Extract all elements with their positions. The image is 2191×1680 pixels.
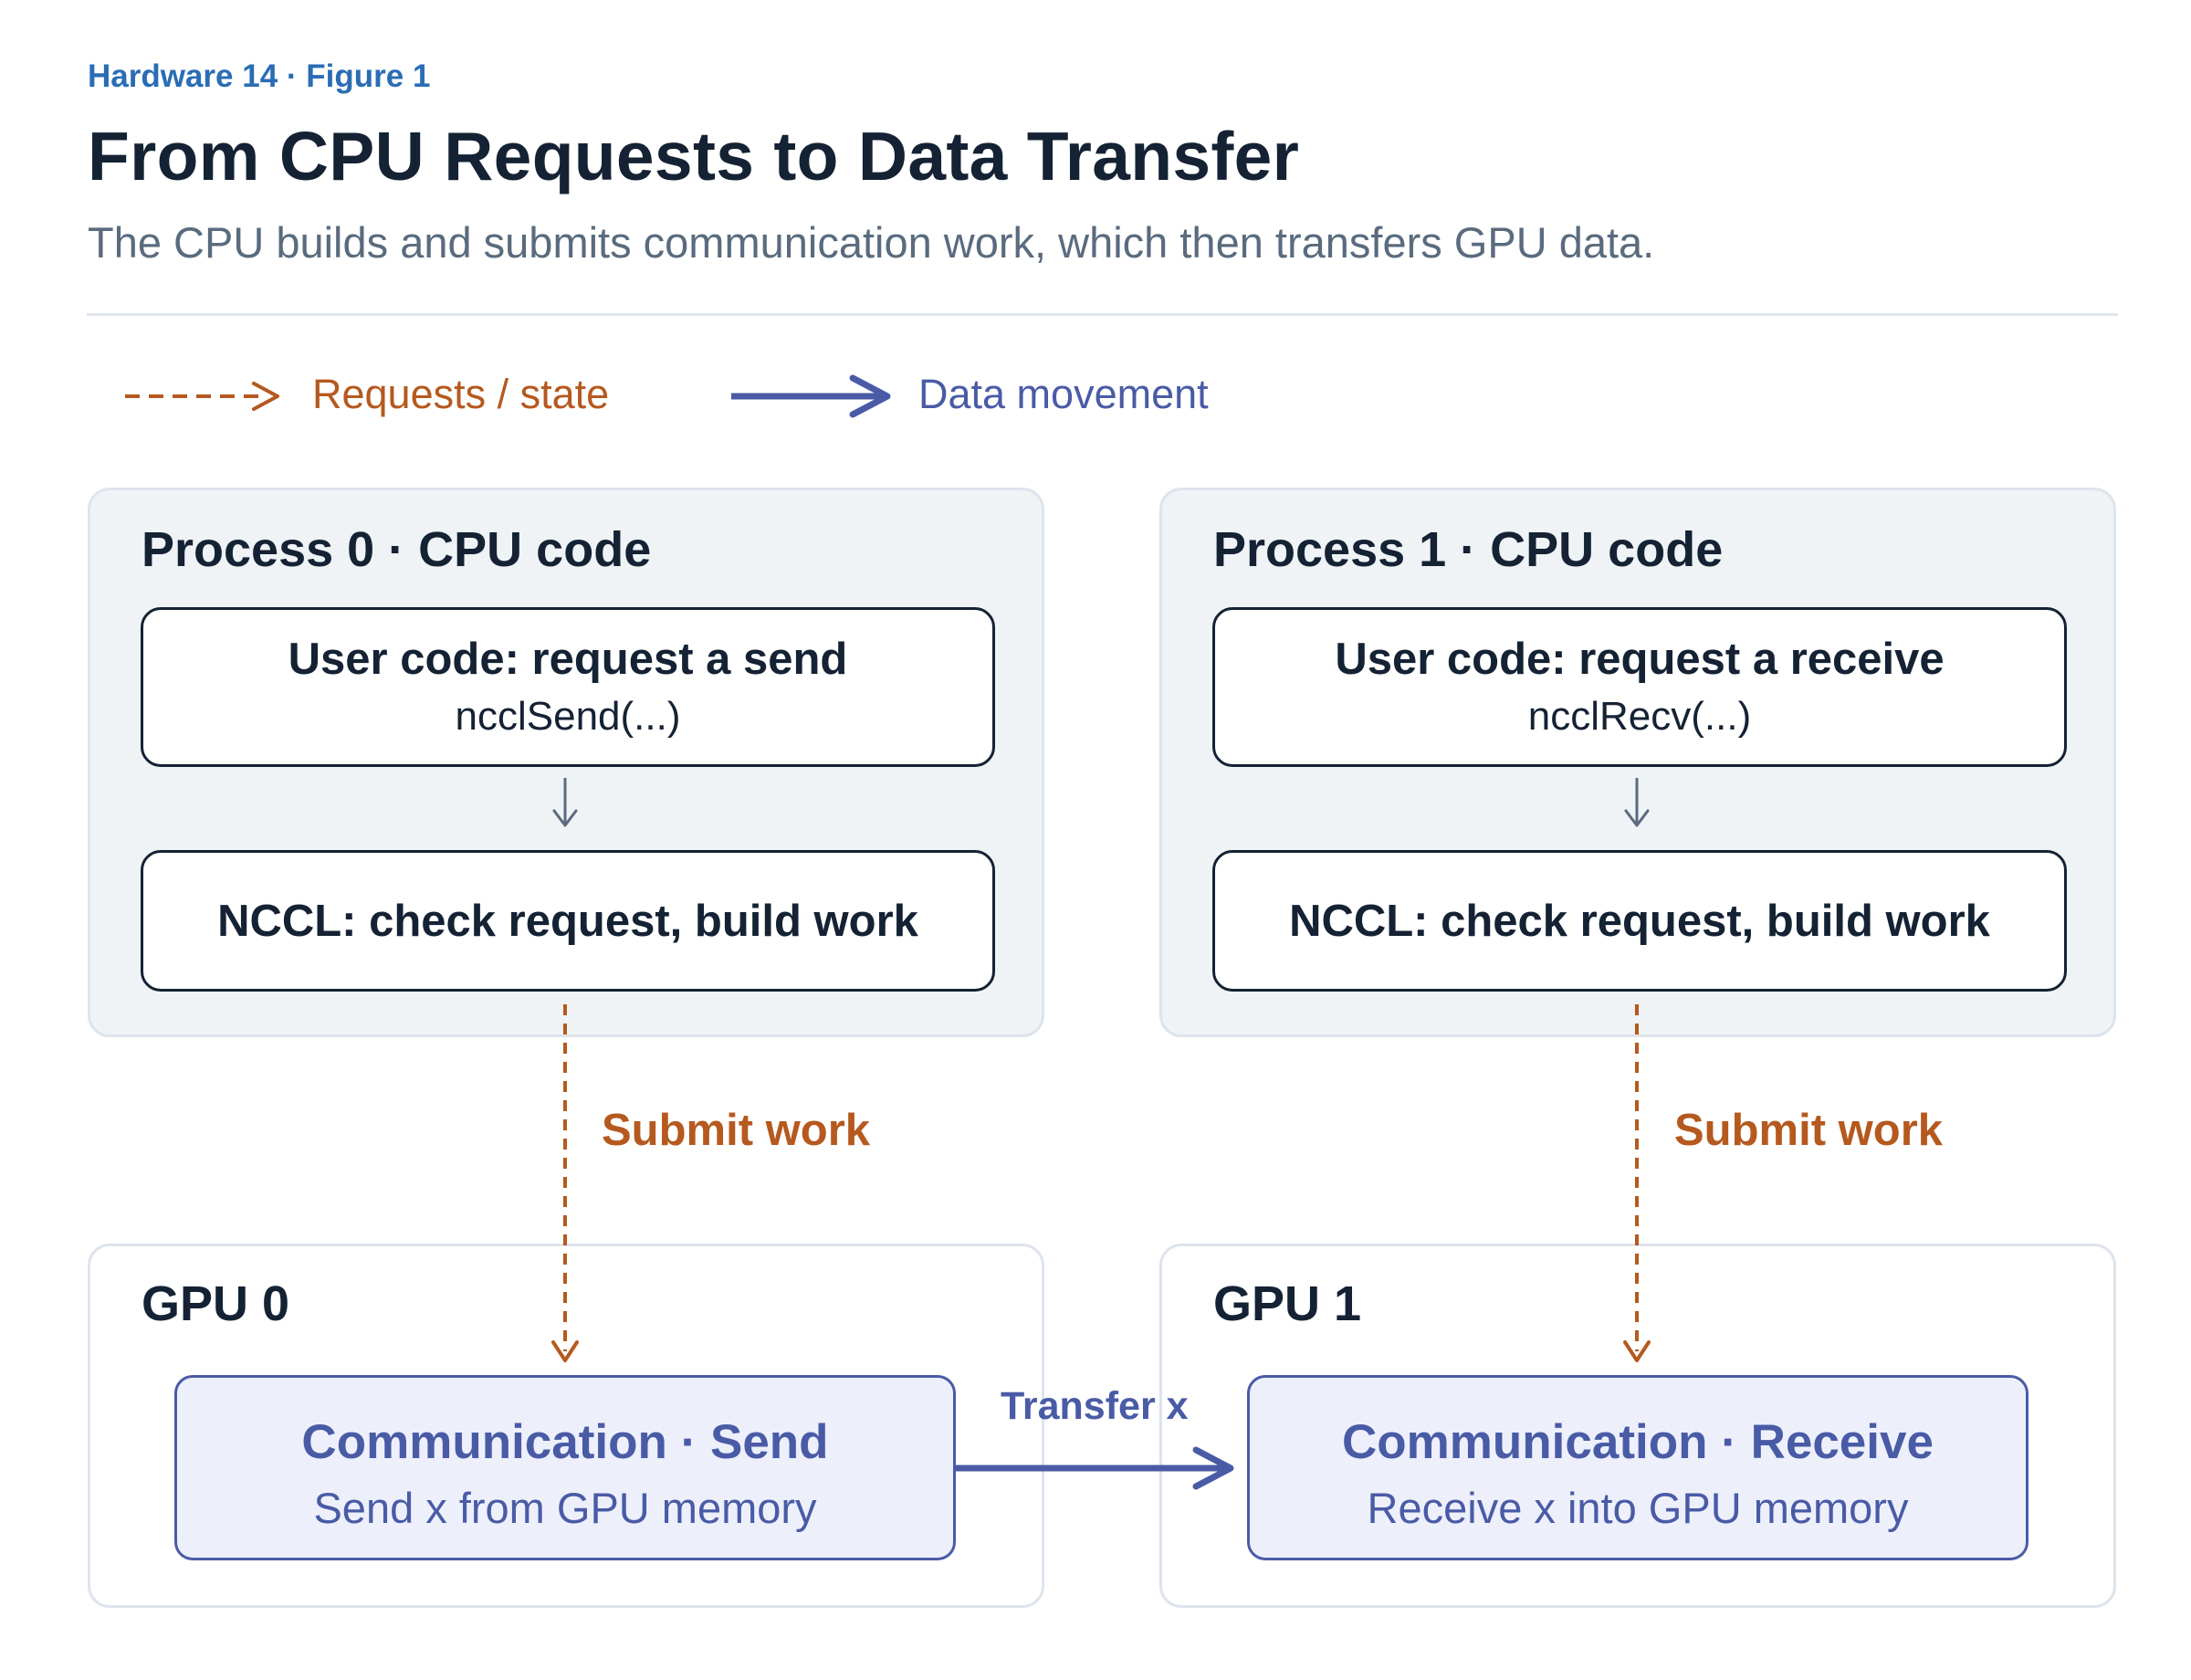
process-1-nccl-label: NCCL: check request, build work: [1289, 896, 1990, 946]
legend-requests-label: Requests / state: [312, 371, 610, 417]
transfer-x-label: Transfer x: [1001, 1384, 1189, 1428]
gpu-0-comm-send-box: Communication · Send Send x from GPU mem…: [174, 1375, 956, 1560]
process-0-user-code-title: User code: request a send: [288, 635, 848, 684]
process-1-user-code-call: ncclRecv(...): [1527, 694, 1752, 739]
gpu-1-comm-receive-box: Communication · Receive Receive x into G…: [1247, 1375, 2029, 1560]
header-divider: [87, 313, 2118, 316]
process-0-internal-arrowhead: [552, 809, 578, 827]
gpu-0-comm-desc: Send x from GPU memory: [313, 1484, 817, 1532]
submit-work-arrowhead-0: [551, 1340, 579, 1362]
process-1-nccl-box: NCCL: check request, build work: [1212, 850, 2067, 992]
figure-eyebrow: Hardware 14 · Figure 1: [88, 58, 431, 94]
gpu-0-title: GPU 0: [142, 1276, 290, 1331]
process-1-panel: Process 1 · CPU code User code: request …: [1159, 488, 2116, 1037]
gpu-1-title: GPU 1: [1213, 1276, 1362, 1331]
submit-work-label-0: Submit work: [602, 1106, 871, 1155]
process-1-internal-arrowhead: [1624, 809, 1650, 827]
process-0-user-code-box: User code: request a send ncclSend(...): [141, 607, 995, 767]
legend-data-arrowhead: [849, 374, 891, 418]
figure-subtitle: The CPU builds and submits communication…: [88, 218, 1655, 267]
process-1-user-code-box: User code: request a receive ncclRecv(..…: [1212, 607, 2067, 767]
legend-request-arrowhead: [252, 382, 279, 411]
process-0-nccl-label: NCCL: check request, build work: [217, 896, 918, 946]
process-0-nccl-box: NCCL: check request, build work: [141, 850, 995, 992]
transfer-arrowhead: [1192, 1446, 1234, 1490]
process-1-title: Process 1 · CPU code: [1213, 522, 1724, 577]
process-0-user-code-call: ncclSend(...): [455, 694, 681, 739]
process-1-user-code-title: User code: request a receive: [1335, 635, 1945, 684]
gpu-1-comm-desc: Receive x into GPU memory: [1367, 1484, 1909, 1532]
gpu-1-comm-title: Communication · Receive: [1342, 1415, 1934, 1469]
process-0-panel: Process 0 · CPU code User code: request …: [88, 488, 1044, 1037]
gpu-0-comm-title: Communication · Send: [301, 1415, 829, 1469]
submit-work-arrowhead-1: [1623, 1340, 1651, 1362]
submit-work-label-1: Submit work: [1674, 1106, 1944, 1155]
legend-data-label: Data movement: [918, 371, 1209, 417]
process-0-title: Process 0 · CPU code: [142, 522, 652, 577]
figure-title: From CPU Requests to Data Transfer: [88, 118, 1300, 194]
